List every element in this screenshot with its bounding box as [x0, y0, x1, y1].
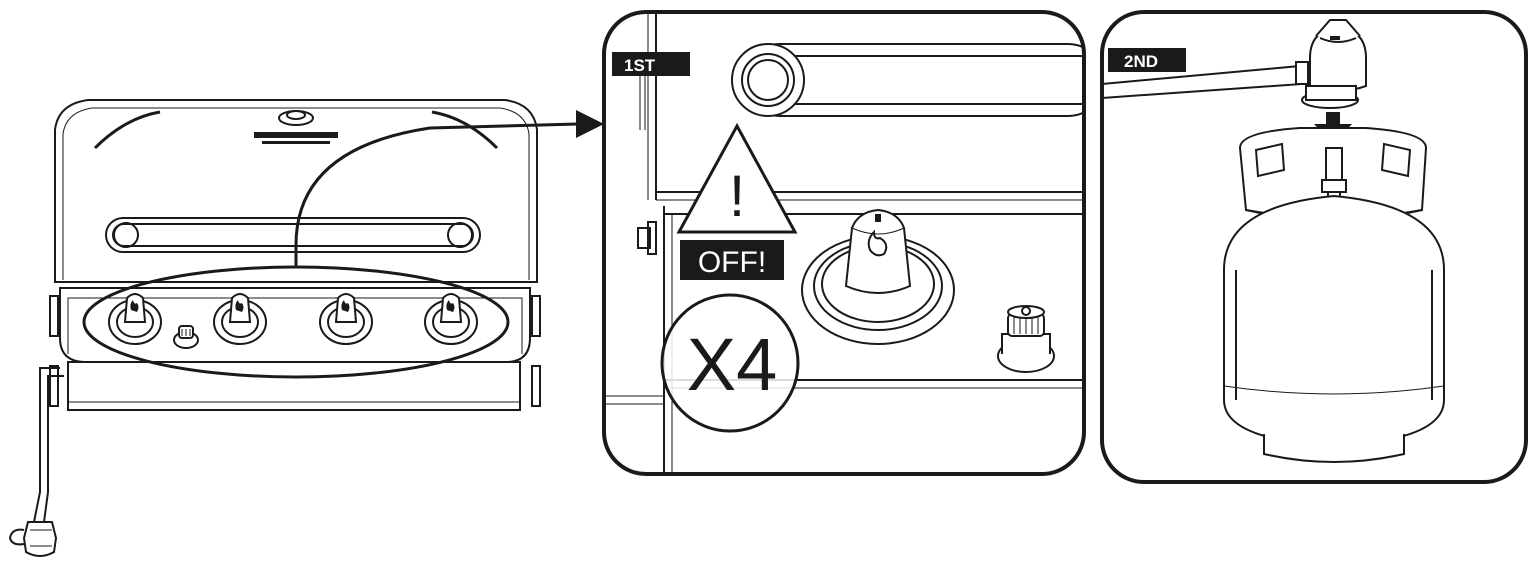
regulator-closeup	[1301, 19, 1367, 109]
flame-icon	[235, 300, 244, 312]
igniter-button	[173, 325, 199, 349]
knob-2	[213, 293, 267, 345]
multiplier-circle	[660, 293, 800, 433]
callout-connector	[294, 122, 579, 268]
knob-4	[424, 293, 478, 345]
step-2-panel: 2ND	[1100, 10, 1528, 484]
grill-overview	[8, 99, 579, 557]
flame-icon	[446, 300, 455, 312]
brand-plate	[254, 132, 338, 138]
step-1-tag: 1ST	[624, 56, 656, 75]
arrow-right-icon	[576, 110, 604, 138]
step-1-panel: X4 ! OFF! 1ST	[602, 10, 1086, 476]
flame-icon	[130, 300, 139, 312]
warning-triangle-icon	[676, 122, 798, 234]
propane-tank	[1223, 194, 1445, 448]
burner-knob-closeup	[801, 208, 955, 345]
warning-text: OFF!	[698, 246, 766, 279]
tank-base	[1263, 434, 1405, 463]
knob-1	[108, 293, 162, 345]
regulator	[22, 521, 58, 557]
multiplier-label: X4	[687, 323, 778, 406]
warning-symbol: !	[729, 164, 745, 229]
grill-body	[67, 361, 521, 411]
flame-icon	[341, 300, 350, 312]
step-2-tag: 2ND	[1124, 52, 1158, 71]
lid-handle	[105, 217, 481, 253]
igniter-closeup	[997, 305, 1055, 373]
gas-hose	[8, 367, 64, 557]
flame-icon	[867, 229, 888, 257]
lid-handle-closeup	[731, 43, 1084, 117]
knob-3	[319, 293, 373, 345]
